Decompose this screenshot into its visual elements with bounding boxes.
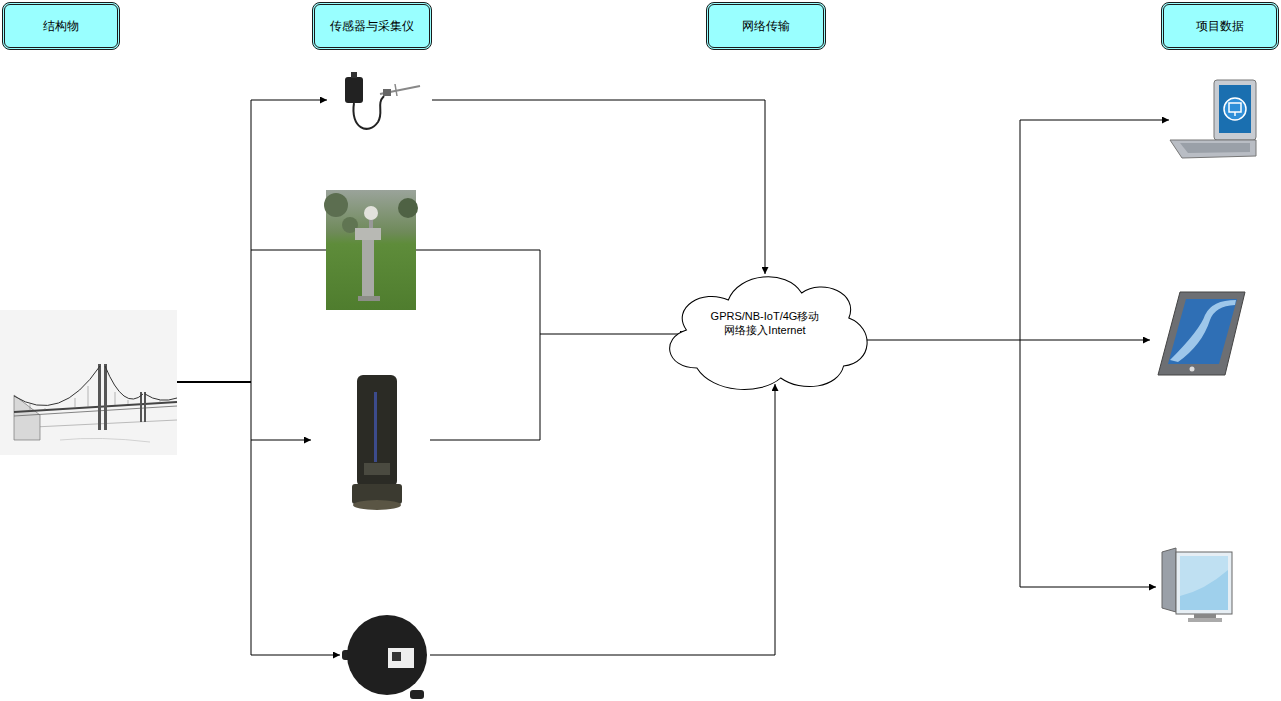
column-header: 网络传输 bbox=[706, 2, 826, 50]
cloud-outline-path bbox=[670, 277, 867, 390]
desktop-icon-part bbox=[1188, 618, 1222, 622]
column-header: 项目数据 bbox=[1161, 2, 1279, 50]
header-label: 传感器与采集仪 bbox=[330, 18, 414, 35]
tablet-icon-part bbox=[1158, 292, 1245, 375]
bridge-illustration-part-part bbox=[88, 386, 89, 407]
tablet-icon-part bbox=[1168, 299, 1237, 364]
round-sensor-part bbox=[347, 615, 427, 695]
probe-sensor-part bbox=[353, 96, 384, 129]
flow-arrows-part bbox=[251, 440, 311, 441]
bridge-illustration-part bbox=[98, 364, 101, 430]
bridge-illustration-part bbox=[14, 366, 100, 406]
round-sensor-part bbox=[388, 648, 414, 668]
probe-sensor bbox=[345, 72, 420, 129]
bridge-illustration-part bbox=[30, 386, 160, 411]
header-label: 网络传输 bbox=[742, 18, 790, 35]
bridge-illustration-part-part bbox=[30, 404, 31, 411]
desktop-icon-part bbox=[1194, 614, 1216, 618]
laptop-icon-part bbox=[1170, 140, 1256, 158]
bridge-illustration-part-part bbox=[115, 392, 116, 405]
tablet-icon-part bbox=[1190, 367, 1195, 372]
desktop-icon-part bbox=[1162, 548, 1176, 612]
bridge-illustration-part bbox=[14, 406, 177, 416]
bridge-illustration-part bbox=[145, 394, 177, 400]
round-sensor bbox=[342, 615, 427, 699]
bridge-illustration-part bbox=[144, 392, 146, 422]
desktop-icon bbox=[1162, 548, 1232, 622]
header-label: 项目数据 bbox=[1196, 18, 1244, 35]
bridge-illustration-part-part bbox=[45, 408, 46, 410]
cylinder-sensor-part bbox=[364, 463, 390, 475]
column-header: 结构物 bbox=[2, 2, 120, 50]
column-header: 传感器与采集仪 bbox=[312, 2, 432, 50]
flow-arrows-part bbox=[540, 334, 687, 335]
bridge-illustration-part bbox=[14, 402, 177, 412]
station-photo-part bbox=[398, 198, 418, 218]
station-photo-part bbox=[324, 193, 348, 217]
station-photo-part bbox=[355, 228, 381, 240]
flow-arrows-part bbox=[430, 384, 775, 655]
cylinder-sensor-part bbox=[353, 500, 401, 510]
bridge-illustration-part bbox=[60, 438, 150, 442]
probe-sensor-part bbox=[395, 84, 397, 96]
desktop-icon-part bbox=[1176, 552, 1232, 614]
probe-sensor-part bbox=[351, 72, 357, 78]
round-sensor-part bbox=[410, 690, 424, 699]
cylinder-sensor bbox=[352, 375, 402, 510]
bridge-illustration-part bbox=[104, 364, 107, 430]
laptop-icon-part bbox=[1180, 143, 1250, 153]
flow-arrows-part bbox=[251, 100, 252, 655]
flow-arrows-part bbox=[864, 340, 1150, 341]
bridge-illustration bbox=[0, 310, 177, 455]
probe-sensor-part bbox=[383, 89, 391, 96]
cloud-label: GPRS/NB-IoT/4G移动 网络接入Internet bbox=[700, 310, 830, 338]
flow-arrows-part bbox=[432, 100, 765, 274]
laptop-icon-part bbox=[1219, 85, 1251, 133]
bridge-illustration-part bbox=[105, 366, 143, 399]
flow-arrows-part bbox=[1020, 587, 1156, 588]
cylinder-sensor-part bbox=[374, 392, 377, 462]
desktop-icon-part bbox=[1180, 570, 1228, 610]
desktop-icon-part bbox=[1180, 556, 1228, 610]
bridge-illustration-part bbox=[14, 395, 40, 440]
tablet-icon bbox=[1158, 292, 1245, 375]
cylinder-sensor-part bbox=[357, 375, 397, 487]
flow-arrows-part bbox=[1020, 120, 1169, 121]
laptop-icon bbox=[1170, 80, 1256, 158]
station-photo-part bbox=[364, 206, 378, 220]
station-photo-part bbox=[362, 232, 374, 300]
bridge-illustration-part-part bbox=[75, 398, 76, 408]
flow-arrows-part bbox=[177, 381, 251, 383]
laptop-icon-part bbox=[1224, 98, 1246, 120]
laptop-icon-part bbox=[1229, 103, 1241, 112]
station-photo bbox=[324, 190, 418, 310]
probe-sensor-part bbox=[345, 77, 363, 103]
laptop-icon-part bbox=[1234, 112, 1236, 116]
flow-arrows-part bbox=[416, 250, 540, 440]
tablet-icon-part bbox=[1170, 300, 1236, 362]
header-label: 结构物 bbox=[43, 18, 79, 35]
bridge-illustration-part-part bbox=[128, 400, 129, 404]
bridge-illustration-part bbox=[0, 310, 177, 455]
flow-arrows-part bbox=[251, 655, 340, 656]
flow-arrows-part bbox=[1020, 120, 1021, 587]
station-photo-part bbox=[358, 296, 380, 301]
flow-arrows-part bbox=[251, 100, 327, 101]
bridge-illustration-part-part bbox=[160, 400, 161, 403]
laptop-icon-part bbox=[1214, 80, 1256, 140]
round-sensor-part bbox=[392, 652, 401, 661]
flow-arrows-part bbox=[251, 250, 326, 251]
flow-arrows bbox=[177, 100, 1169, 655]
network-cloud: GPRS/NB-IoT/4G移动 网络接入Internet bbox=[655, 258, 875, 396]
